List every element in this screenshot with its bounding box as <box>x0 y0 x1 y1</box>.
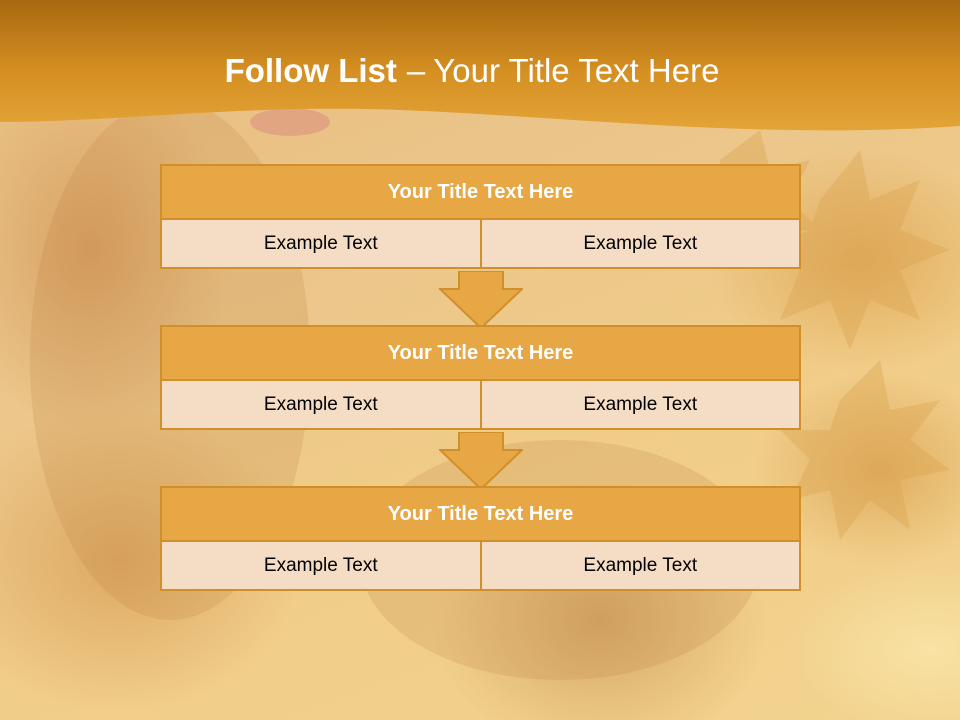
block-heading: Your Title Text Here <box>160 486 801 542</box>
block-cell-right: Example Text <box>481 381 801 430</box>
block-row: Example Text Example Text <box>160 381 801 430</box>
title-rest: Your Title Text Here <box>433 52 720 89</box>
down-arrow-icon <box>439 271 523 329</box>
block-cell-right: Example Text <box>481 220 801 269</box>
title-bold: Follow List <box>224 52 397 89</box>
block-cell-left: Example Text <box>160 381 482 430</box>
block-heading: Your Title Text Here <box>160 325 801 381</box>
block-cell-right: Example Text <box>481 542 801 591</box>
header-band <box>0 0 960 131</box>
block-row: Example Text Example Text <box>160 542 801 591</box>
block-cell-left: Example Text <box>160 220 482 269</box>
block-row: Example Text Example Text <box>160 220 801 269</box>
list-block-2: Your Title Text Here Example Text Exampl… <box>160 325 801 430</box>
title-dash: – <box>406 52 426 89</box>
list-block-1: Your Title Text Here Example Text Exampl… <box>160 164 801 269</box>
block-cell-left: Example Text <box>160 542 482 591</box>
slide-title: Follow List–Your Title Text Here <box>0 52 944 90</box>
list-block-3: Your Title Text Here Example Text Exampl… <box>160 486 801 591</box>
block-heading: Your Title Text Here <box>160 164 801 220</box>
down-arrow-icon <box>439 432 523 490</box>
